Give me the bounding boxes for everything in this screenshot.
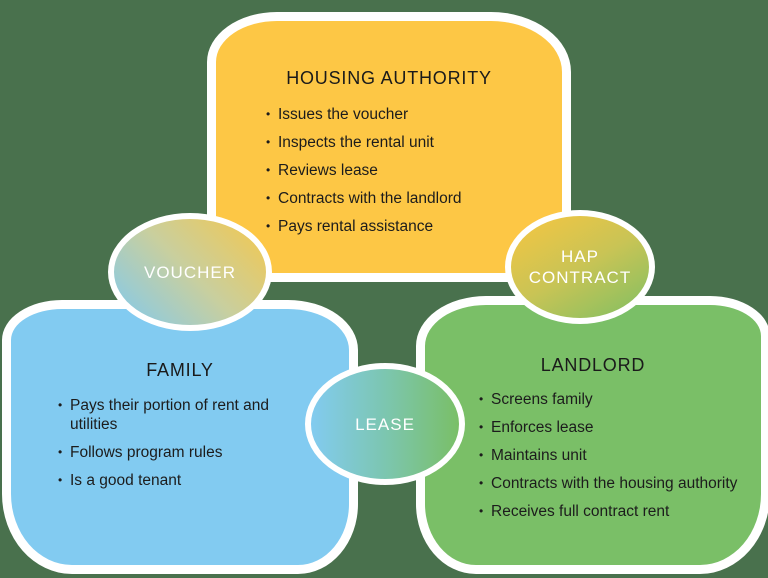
list-item: Pays their portion of rent and utilities [58, 396, 298, 434]
hap-contract-connector: HAP CONTRACT [505, 210, 655, 324]
housing-authority-title: HOUSING AUTHORITY [286, 68, 492, 88]
list-item: Contracts with the landlord [266, 189, 462, 208]
list-item: Issues the voucher [266, 105, 462, 124]
family-title: FAMILY [146, 360, 214, 380]
lease-connector: LEASE [305, 363, 465, 485]
landlord-list: Screens family Enforces lease Maintains … [479, 390, 739, 530]
landlord-box: LANDLORD Screens family Enforces lease M… [416, 296, 768, 574]
housing-authority-list: Issues the voucher Inspects the rental u… [266, 105, 462, 245]
family-list: Pays their portion of rent and utilities… [58, 396, 298, 499]
housing-authority-box: HOUSING AUTHORITY Issues the voucher Ins… [207, 12, 571, 282]
list-item: Maintains unit [479, 446, 739, 465]
hap-contract-label-line1: HAP [561, 247, 599, 266]
list-item: Is a good tenant [58, 471, 298, 490]
voucher-label: VOUCHER [143, 262, 236, 282]
list-item: Inspects the rental unit [266, 133, 462, 152]
voucher-connector: VOUCHER [108, 213, 272, 331]
family-box: FAMILY Pays their portion of rent and ut… [2, 300, 358, 574]
list-item: Contracts with the housing authority [479, 474, 739, 493]
list-item: Receives full contract rent [479, 502, 739, 521]
hap-contract-label-line2: CONTRACT [528, 268, 632, 287]
landlord-title: LANDLORD [540, 355, 646, 375]
list-item: Reviews lease [266, 161, 462, 180]
lease-label: LEASE [355, 414, 415, 434]
list-item: Follows program rules [58, 443, 298, 462]
list-item: Enforces lease [479, 418, 739, 437]
list-item: Screens family [479, 390, 739, 409]
list-item: Pays rental assistance [266, 217, 462, 236]
